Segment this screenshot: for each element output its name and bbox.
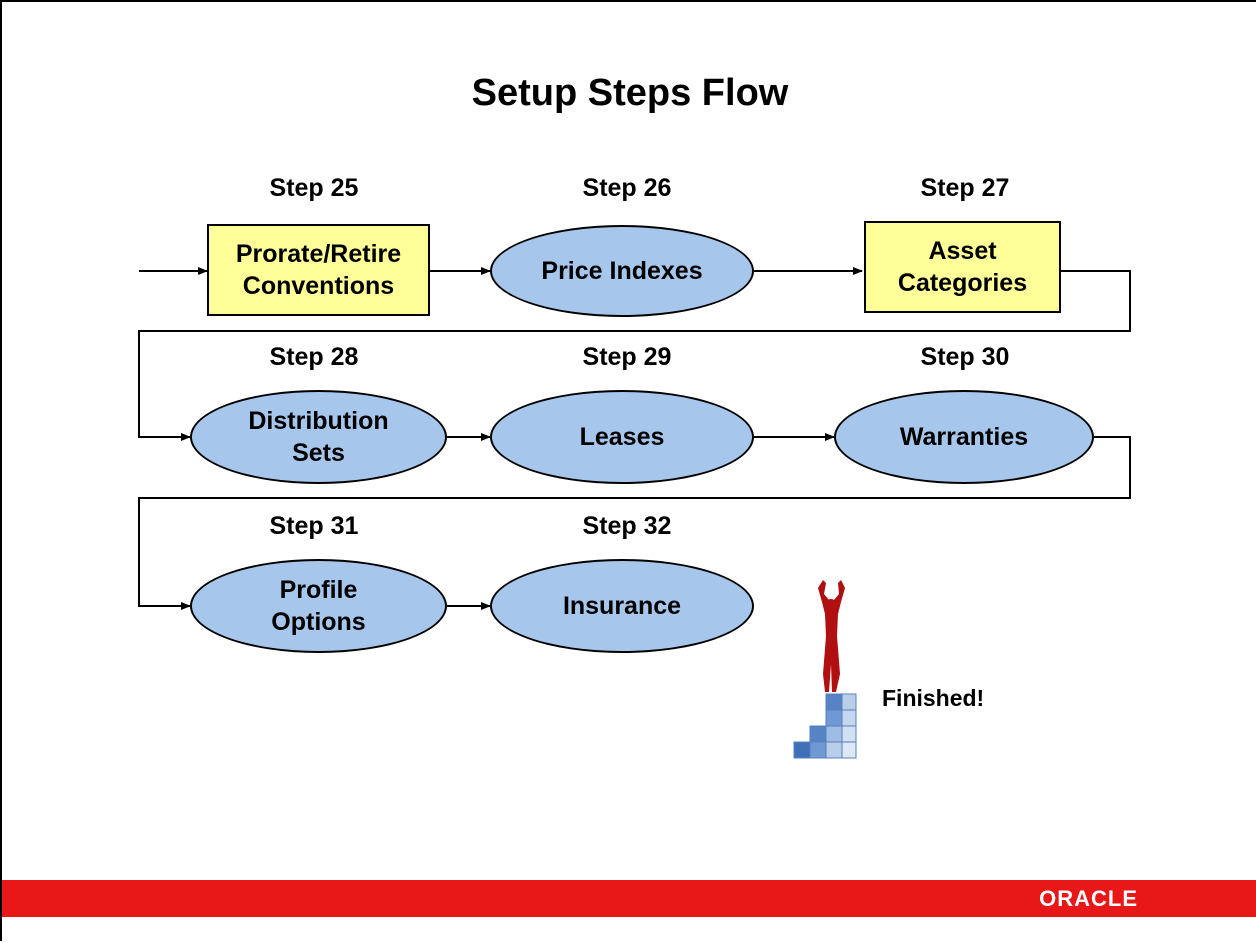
finished-label: Finished! [882, 685, 985, 711]
step-31-node: Profile Options [190, 559, 447, 653]
step-31-label: Step 31 [269, 512, 359, 540]
step-29-name: Leases [579, 422, 665, 451]
step-29-label: Step 29 [582, 343, 672, 371]
step-25-name: Prorate/Retire Conventions [235, 239, 402, 301]
step-30-name: Warranties [899, 422, 1029, 451]
step-27-node: Asset Categories [864, 221, 1061, 313]
person-on-blocks-icon [793, 580, 857, 759]
connector-step-27-to-28 [138, 270, 1131, 441]
step-32-label: Step 32 [582, 512, 672, 540]
oracle-logo: ORACLE [1039, 886, 1138, 911]
step-28-name: Distribution Sets [248, 406, 389, 468]
step-25-label: Step 25 [269, 174, 359, 202]
step-27-label: Step 27 [920, 174, 1010, 202]
step-25-node: Prorate/Retire Conventions [207, 224, 430, 316]
step-32-name: Insurance [562, 591, 682, 620]
step-28-label: Step 28 [269, 343, 359, 371]
step-26-node: Price Indexes [490, 225, 754, 317]
step-27-name: Asset Categories [897, 236, 1028, 298]
step-26-name: Price Indexes [541, 256, 703, 285]
step-32-node: Insurance [490, 559, 754, 653]
step-30-node: Warranties [834, 390, 1094, 484]
footer-bar: ORACLE [2, 880, 1256, 917]
step-26-label: Step 26 [582, 174, 672, 202]
step-29-node: Leases [490, 390, 754, 484]
step-31-name: Profile Options [271, 575, 366, 637]
slide-title: Setup Steps Flow [471, 72, 789, 114]
step-28-node: Distribution Sets [190, 390, 447, 484]
step-30-label: Step 30 [920, 343, 1010, 371]
connector-step-30-to-31 [138, 436, 1131, 610]
